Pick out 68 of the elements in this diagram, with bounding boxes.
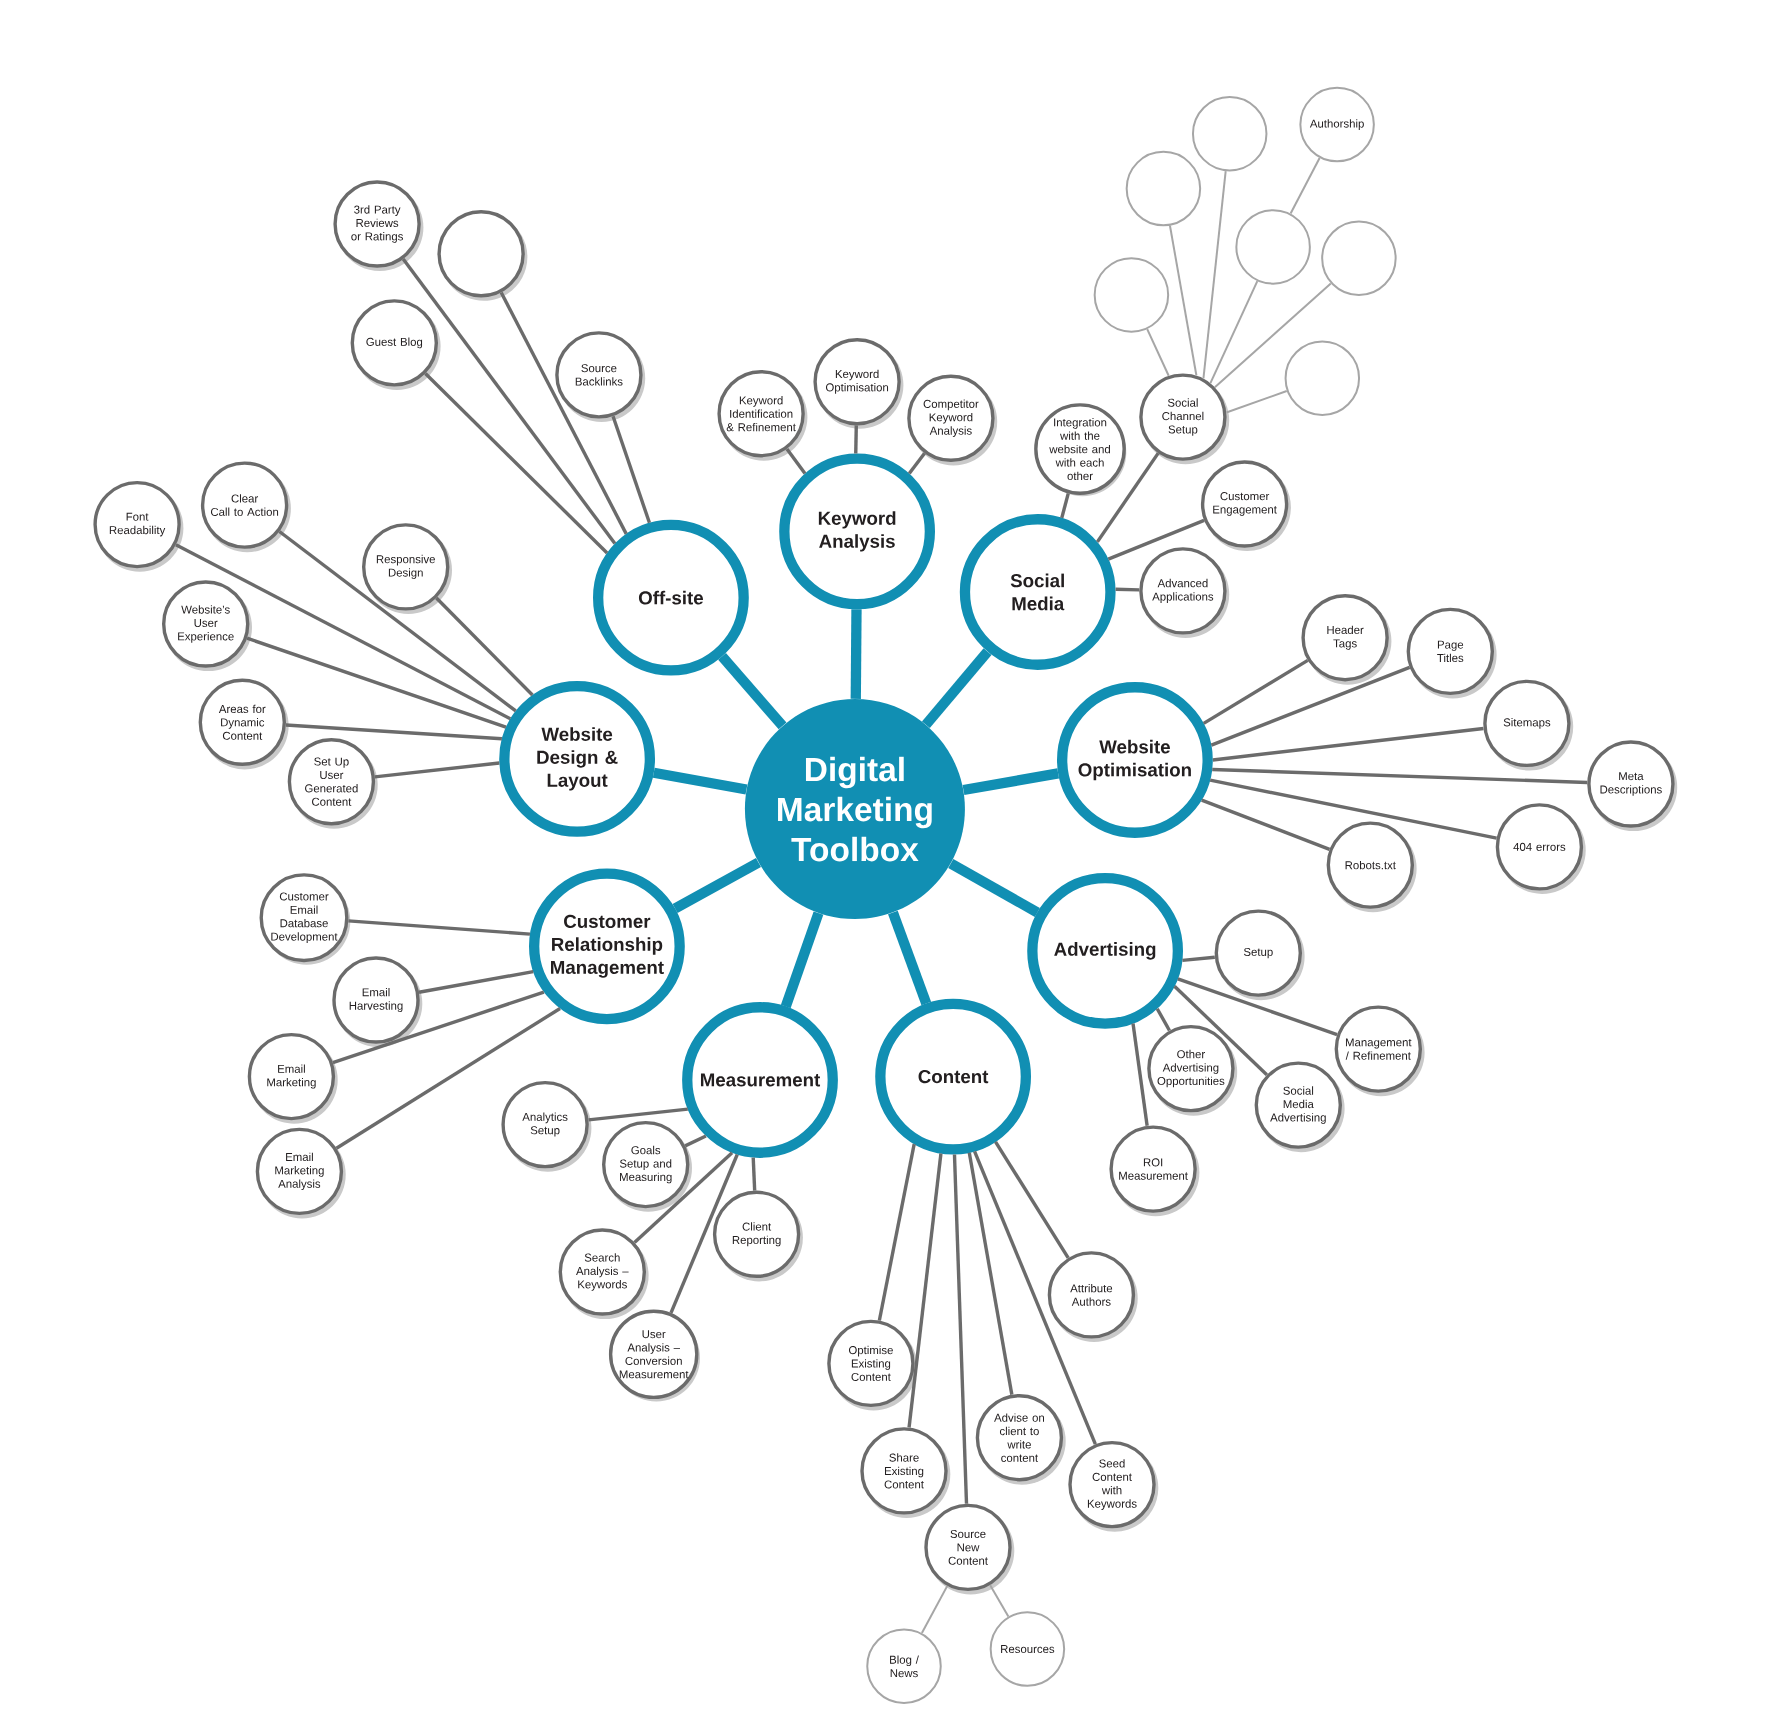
connector-line bbox=[1107, 518, 1205, 561]
subtopic-circle bbox=[437, 210, 528, 301]
connector-line bbox=[278, 530, 517, 713]
connector-line bbox=[920, 1584, 949, 1635]
connector-line bbox=[967, 1152, 1014, 1395]
connector-line bbox=[633, 1151, 734, 1244]
connector-line bbox=[1131, 1023, 1149, 1127]
subtopic-circle bbox=[1125, 150, 1202, 227]
connector-line bbox=[1289, 157, 1321, 215]
connector-line bbox=[989, 1584, 1010, 1618]
connector-line bbox=[175, 543, 512, 721]
connector-line bbox=[332, 990, 545, 1065]
connector-line bbox=[962, 768, 1060, 796]
connector-line bbox=[652, 767, 748, 795]
connector-line bbox=[435, 596, 534, 697]
connector-line bbox=[499, 291, 628, 535]
connector-line bbox=[1213, 282, 1332, 389]
connector-line bbox=[1168, 224, 1198, 377]
connector-line bbox=[611, 415, 652, 524]
connector-line bbox=[1201, 798, 1331, 851]
connector-line bbox=[785, 447, 807, 475]
subtopic-circle bbox=[1235, 209, 1311, 285]
connector-line bbox=[718, 653, 787, 730]
connector-line bbox=[1202, 170, 1227, 380]
connector-line bbox=[952, 1154, 969, 1504]
connector-line bbox=[285, 723, 502, 741]
connector-line bbox=[1060, 492, 1070, 519]
connector-line bbox=[335, 1007, 561, 1150]
connector-line bbox=[374, 761, 500, 779]
subtopic-circle bbox=[1191, 95, 1268, 172]
connector-line bbox=[907, 452, 926, 475]
connector-line bbox=[1212, 767, 1588, 785]
connector-line bbox=[418, 969, 534, 994]
connector-line bbox=[994, 1141, 1070, 1259]
connector-line bbox=[246, 636, 507, 729]
connector-line bbox=[1155, 1007, 1171, 1032]
connector-line bbox=[1115, 587, 1140, 592]
connector-line bbox=[588, 1107, 688, 1122]
connector-line bbox=[348, 919, 531, 936]
connector-line bbox=[684, 1134, 707, 1148]
connector-line bbox=[1202, 658, 1309, 725]
connector-line bbox=[780, 911, 824, 1009]
connector-line bbox=[672, 857, 761, 914]
connector-line bbox=[850, 609, 862, 699]
connector-line bbox=[401, 258, 617, 545]
connector-line bbox=[1225, 389, 1288, 414]
connector-line bbox=[1095, 452, 1160, 543]
connector-line bbox=[1146, 328, 1170, 377]
connector-line bbox=[888, 910, 932, 1006]
connector-line bbox=[1209, 778, 1497, 840]
subtopic-circle bbox=[1093, 257, 1170, 333]
connector-line bbox=[751, 1157, 757, 1191]
connector-line bbox=[1210, 665, 1411, 747]
subtopic-circle bbox=[1321, 220, 1397, 297]
connector-line bbox=[948, 858, 1040, 917]
connector-line bbox=[921, 648, 992, 729]
connector-line bbox=[854, 425, 858, 454]
connector-line bbox=[1182, 955, 1215, 963]
connector-line bbox=[424, 372, 609, 555]
connector-line bbox=[877, 1143, 916, 1321]
connector-line bbox=[669, 1153, 739, 1314]
connector-line bbox=[1177, 977, 1338, 1037]
subtopic-circle bbox=[1284, 340, 1361, 417]
connector-line bbox=[1173, 985, 1268, 1077]
connector-line bbox=[1212, 726, 1484, 762]
connector-line bbox=[907, 1153, 943, 1428]
connector-line bbox=[1209, 280, 1259, 385]
connector-line bbox=[973, 1150, 1097, 1445]
